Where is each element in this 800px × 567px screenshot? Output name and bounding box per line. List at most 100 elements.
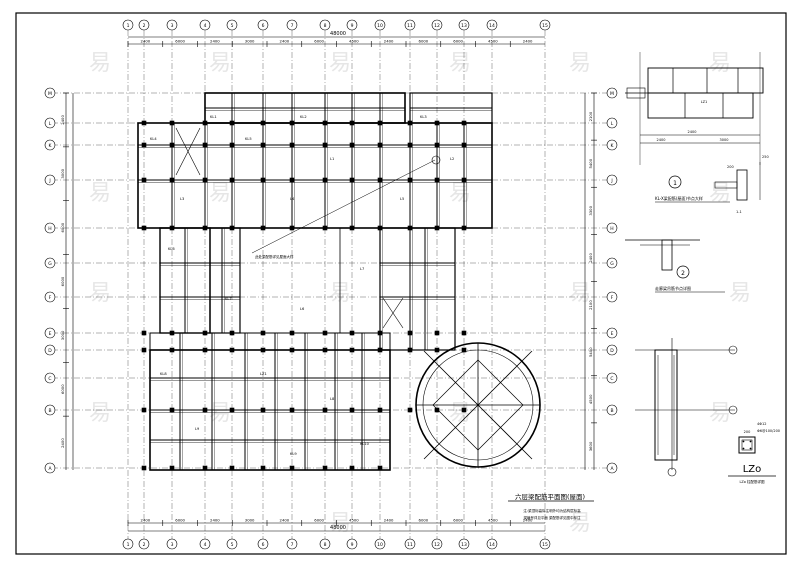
grid-label-bottom: 11 (407, 542, 413, 548)
dimension-label: 6000 (175, 39, 185, 44)
detail-top-label-2: 3000 (720, 138, 729, 142)
watermark-mark: 易 (89, 281, 111, 306)
grid-label-bottom: 13 (461, 542, 467, 548)
detail-2: 2 走廊梁吊筋节点详图 (625, 239, 725, 293)
grid-bubble-top (458, 19, 470, 31)
dimension-label: 4500 (488, 518, 498, 523)
watermark-mark: 易 (709, 181, 731, 206)
grid-bubble-right (606, 462, 618, 474)
grid-bubble-bottom (431, 538, 443, 550)
dimension-label: 6000 (419, 518, 429, 523)
grid-bubble-top (486, 19, 498, 31)
watermark-mark: 易 (569, 511, 591, 536)
grid-label-bottom: 15 (542, 542, 548, 548)
grid-label-left: E (49, 331, 52, 337)
dimension-label: 2400 (523, 518, 533, 523)
dimension-label: 3000 (245, 39, 255, 44)
grid-bubble-top (257, 19, 269, 31)
grid-bubble-bottom (486, 538, 498, 550)
grid-label-bottom: 10 (377, 542, 383, 548)
grid-label-left: H (48, 226, 51, 232)
grid-label-top: 14 (489, 23, 495, 29)
dimension-label: 2400 (210, 518, 220, 523)
grid-label-right: A (610, 466, 614, 472)
dimension-label: 6000 (60, 276, 65, 286)
dimension-label: 4500 (349, 39, 359, 44)
dimension-label: 4500 (488, 39, 498, 44)
detail-small-label-3: 1-1 (736, 210, 742, 214)
grid-bubble-right (606, 222, 618, 234)
grid-bubble-bottom (458, 538, 470, 550)
grid-bubble-right (606, 87, 618, 99)
grid-label-top: 2 (143, 23, 146, 29)
grid-bubble-left (44, 117, 56, 129)
plan-note-1: 注:梁顶标高除注明外均为结构层标高 (523, 508, 581, 513)
watermark-layer: 易易易易易易易易易易易易易易易易易易易易 (89, 51, 751, 536)
grid-label-right: G (610, 261, 614, 267)
grid-bubble-top (138, 19, 150, 31)
grid-label-bottom: 8 (324, 542, 327, 548)
watermark-mark: 易 (449, 401, 471, 426)
dimension-label: 3300 (588, 205, 593, 215)
grid-label-bottom: 2 (143, 542, 146, 548)
lzo-caption: LZo 柱配筋详图 (739, 479, 765, 484)
grid-label-top: 9 (351, 23, 354, 29)
dimension-label: 3000 (245, 518, 255, 523)
watermark-mark: 易 (449, 51, 471, 76)
dimension-label: 2100 (588, 111, 593, 121)
dimension-label: 6000 (60, 222, 65, 232)
grid-bubble-top (226, 19, 238, 31)
grid-bubble-top (166, 19, 178, 31)
grid-bubble-bottom (539, 538, 551, 550)
grid-label-left: M (48, 91, 52, 97)
dimension-label: 6000 (314, 518, 324, 523)
detail-small-label-1: 200 (727, 165, 734, 169)
watermark-mark: 易 (709, 51, 731, 76)
grid-bubble-top (319, 19, 331, 31)
grid-bubble-top (286, 19, 298, 31)
dimension-label: 2400 (60, 438, 65, 448)
grid-bubble-bottom (226, 538, 238, 550)
beam-label: L5 (400, 197, 404, 201)
dimension-label: 4500 (588, 394, 593, 404)
sheet-border (15, 12, 787, 555)
dimension-label: 2400 (384, 39, 394, 44)
dimension-label: 4500 (349, 518, 359, 523)
detail-top (625, 52, 764, 165)
grid-label-top: 1 (127, 23, 130, 29)
dim-top-total: 48000 (330, 31, 346, 37)
dimension-label: 6000 (453, 39, 463, 44)
watermark-mark: 易 (569, 51, 591, 76)
grid-label-top: 3 (171, 23, 174, 29)
beam-label: KL8 (160, 372, 167, 376)
dimension-label: 2400 (141, 39, 151, 44)
grid-bubble-left (44, 174, 56, 186)
dimension-label: 3000 (60, 168, 65, 178)
beam-label: KL10 (360, 442, 370, 446)
grid-label-bottom: 12 (434, 542, 440, 548)
grid-bubble-left (44, 257, 56, 269)
grid-bubble-right (606, 404, 618, 416)
grid-label-top: 8 (324, 23, 327, 29)
detail-small-label-2: 250 (762, 155, 769, 159)
detail-top-label-4: 2400 (657, 138, 666, 142)
section-marker (431, 155, 441, 165)
beam-label: L1 (330, 157, 334, 161)
dimension-label: 6000 (314, 39, 324, 44)
grid-bubble-bottom (138, 538, 150, 550)
dimension-label: 6000 (175, 518, 185, 523)
detail-1-number: 1 (673, 180, 677, 187)
grid-label-top: 11 (407, 23, 413, 29)
dimension-label: 2400 (141, 518, 151, 523)
grid-bubble-bottom (319, 538, 331, 550)
grid-label-top: 4 (204, 23, 207, 29)
grid-bubble-left (44, 139, 56, 151)
grid-label-bottom: 7 (291, 542, 294, 548)
dimension-label: 2400 (384, 518, 394, 523)
grid-bubble-left (44, 327, 56, 339)
grid-bubble-right (606, 139, 618, 151)
grid-label-left: D (48, 348, 52, 354)
plan-title: 六层梁配筋平面图(屋面) (515, 492, 585, 501)
grid-bubble-left (44, 291, 56, 303)
